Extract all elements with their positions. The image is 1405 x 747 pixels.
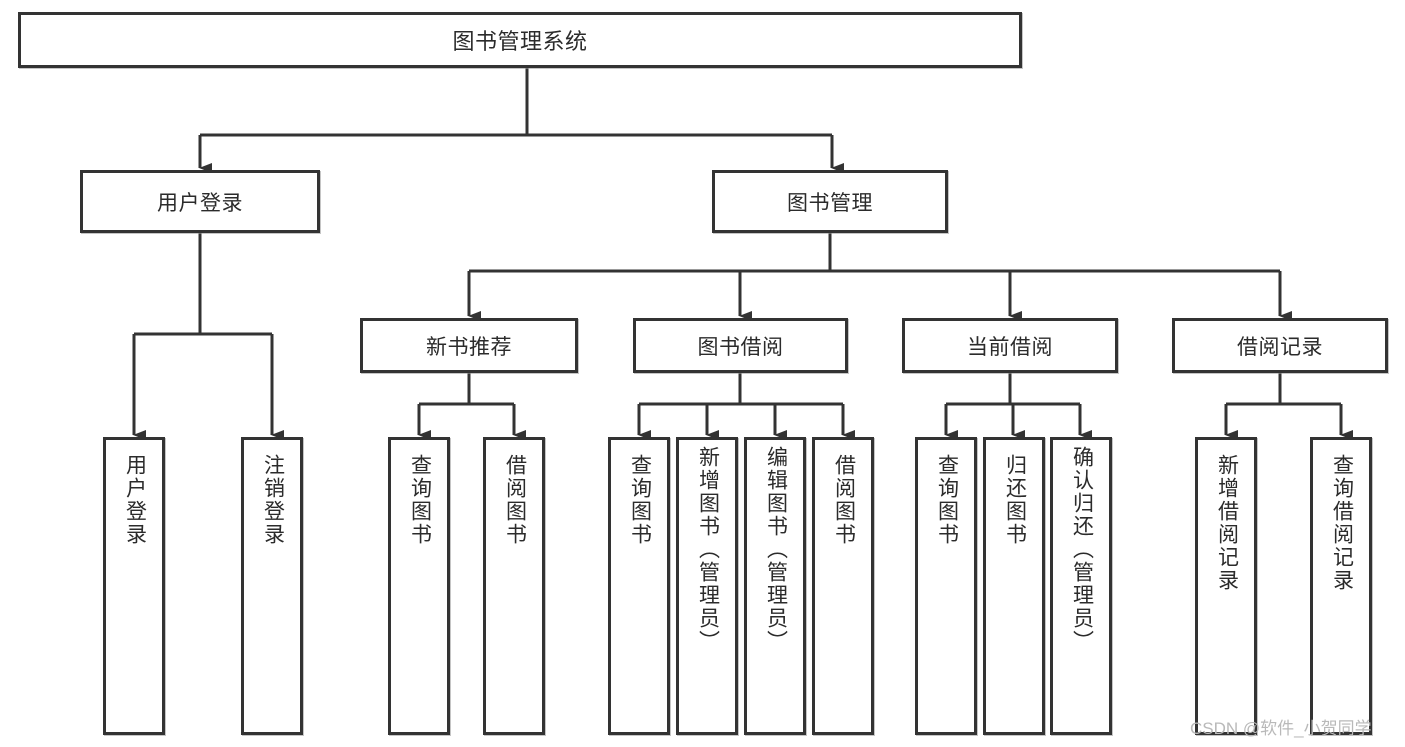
node-label: 借阅图书 xyxy=(832,454,856,546)
node-label: 借阅图书 xyxy=(503,454,527,546)
node-book-management[interactable]: 图书管理 xyxy=(712,170,948,233)
leaf-new-book-query[interactable]: 查询图书 xyxy=(388,437,450,735)
node-label: 查询图书 xyxy=(935,454,959,546)
node-label: 查询图书 xyxy=(628,454,652,546)
leaf-current-return-book[interactable]: 归还图书 xyxy=(983,437,1045,735)
node-label: 借阅记录 xyxy=(1237,335,1323,359)
node-label: 新增借阅记录 xyxy=(1215,454,1239,592)
leaf-user-login-signin[interactable]: 用户登录 xyxy=(103,437,165,735)
leaf-current-confirm-return-admin[interactable]: 确认归还（管理员） xyxy=(1050,437,1112,735)
node-label: 当前借阅 xyxy=(967,335,1053,359)
node-user-login[interactable]: 用户登录 xyxy=(80,170,320,233)
node-label: 用户登录 xyxy=(157,191,243,215)
node-current-borrow[interactable]: 当前借阅 xyxy=(902,318,1118,373)
leaf-borrow-borrow-book[interactable]: 借阅图书 xyxy=(812,437,874,735)
leaf-record-add-borrow-record[interactable]: 新增借阅记录 xyxy=(1195,437,1257,735)
node-label: 查询图书 xyxy=(408,454,432,546)
node-label: 新书推荐 xyxy=(426,335,512,359)
node-label: 图书借阅 xyxy=(697,335,784,359)
node-label: 注销登录 xyxy=(261,454,285,546)
node-label: 查询借阅记录 xyxy=(1330,454,1354,592)
leaf-borrow-add-book-admin[interactable]: 新增图书（管理员） xyxy=(676,437,738,735)
node-label: 用户登录 xyxy=(123,454,147,546)
leaf-user-login-signout[interactable]: 注销登录 xyxy=(241,437,303,735)
node-label: 新增图书（管理员） xyxy=(696,446,720,653)
node-borrow-record[interactable]: 借阅记录 xyxy=(1172,318,1388,373)
node-label: 图书管理 xyxy=(787,191,873,215)
node-label: 图书管理系统 xyxy=(452,29,588,54)
leaf-borrow-edit-book-admin[interactable]: 编辑图书（管理员） xyxy=(744,437,806,735)
node-label: 归还图书 xyxy=(1003,454,1027,546)
node-root-book-management-system[interactable]: 图书管理系统 xyxy=(18,12,1022,68)
node-new-book-recommend[interactable]: 新书推荐 xyxy=(360,318,578,373)
leaf-record-query-borrow-record[interactable]: 查询借阅记录 xyxy=(1310,437,1372,735)
node-book-borrow[interactable]: 图书借阅 xyxy=(633,318,848,373)
node-label: 编辑图书（管理员） xyxy=(764,446,788,653)
leaf-new-book-borrow[interactable]: 借阅图书 xyxy=(483,437,545,735)
node-label: 确认归还（管理员） xyxy=(1070,446,1094,653)
leaf-current-query-book[interactable]: 查询图书 xyxy=(915,437,977,735)
leaf-borrow-query-book[interactable]: 查询图书 xyxy=(608,437,670,735)
